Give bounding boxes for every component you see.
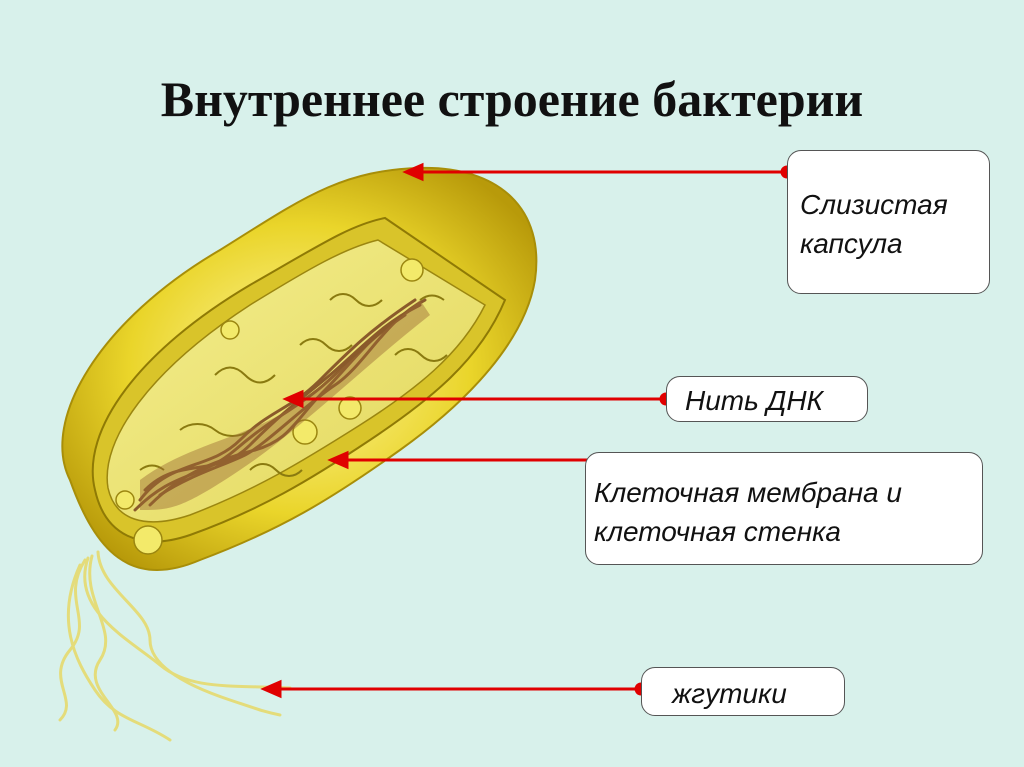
label-membrane-line2: клеточная стенка (594, 516, 841, 548)
slide-title: Внутреннее строение бактерии (160, 71, 864, 127)
label-slime-capsule: Слизистая капсула (787, 150, 990, 294)
granules (115, 258, 424, 555)
label-dna-text: Нить ДНК (685, 385, 824, 416)
label-membrane: Клеточная мембрана и клеточная стенка (585, 452, 983, 565)
label-membrane-line1: Клеточная мембрана и (594, 477, 902, 508)
label-flagella: жгутики (641, 667, 845, 716)
inner-structures (139, 293, 448, 477)
dna-strand (133, 298, 427, 512)
label-dna: Нить ДНК (666, 376, 868, 422)
label-capsule-line2: капсула (800, 228, 903, 260)
label-capsule-line1: Слизистая (800, 189, 948, 220)
cytoplasm (106, 239, 486, 523)
label-flagella-text: жгутики (672, 678, 787, 709)
flagella (58, 550, 292, 742)
